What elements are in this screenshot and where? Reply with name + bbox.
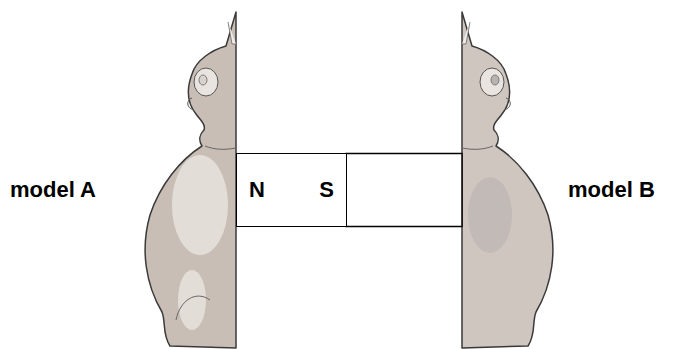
model-label: model A [10,177,96,203]
model-label: model B [568,177,655,203]
magnet-pole-box: NS [236,153,347,227]
magnet-half [346,154,462,227]
pole-letter: N [249,177,265,203]
cat-figure [145,12,236,348]
cat-figure [462,12,553,348]
pole-letter: S [319,177,334,203]
